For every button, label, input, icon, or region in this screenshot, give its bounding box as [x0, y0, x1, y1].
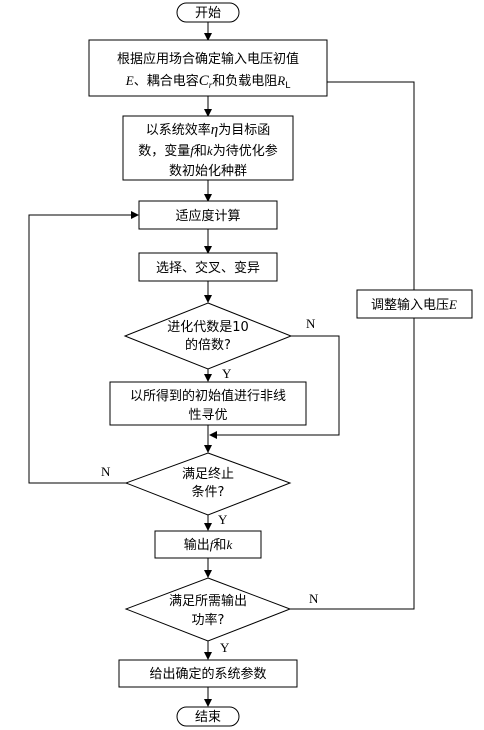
generation-check-diamond: 进化代数是10 的倍数?	[123, 302, 293, 370]
start-label: 开始	[195, 6, 221, 21]
start-terminator: 开始	[176, 2, 240, 23]
objective-line2: 数，变量f和k为待优化参	[138, 143, 277, 159]
adjust-voltage-box: 调整输入电压E	[356, 289, 473, 319]
final-params-box: 给出确定的系统参数	[118, 659, 298, 688]
objective-line1: 以系统效率η为目标函	[146, 122, 270, 138]
genetic-ops-label: 选择、交叉、变异	[156, 260, 260, 276]
stop-check-yes-label: Y	[218, 512, 228, 527]
gen-check-line1: 进化代数是10	[167, 320, 249, 335]
objective-box: 以系统效率η为目标函 数，变量f和k为待优化参 数初始化种群	[122, 115, 294, 181]
gen-check-yes-label: Y	[222, 366, 232, 381]
gen-check-line2: 的倍数?	[185, 337, 231, 353]
objective-line3: 数初始化种群	[169, 164, 247, 179]
stop-check-line1: 满足终止	[182, 466, 234, 482]
nonlinear-line2: 性寻优	[188, 408, 227, 423]
final-params-label: 给出确定的系统参数	[149, 666, 266, 682]
arrow-gen-no-bypass	[209, 335, 340, 439]
power-check-line2: 功率?	[192, 612, 225, 628]
init-params-line1: 根据应用场合确定输入电压初值	[117, 51, 299, 67]
stop-check-no-label: N	[101, 464, 111, 479]
output-label: 输出f和k	[184, 537, 233, 553]
nonlinear-line1: 以所得到的初始值进行非线	[130, 388, 286, 404]
power-check-diamond: 满足所需输出 功率?	[124, 577, 292, 642]
arrow-stop-no-loop	[28, 211, 139, 484]
power-check-line1: 满足所需输出	[169, 593, 247, 609]
nonlinear-optimization-box: 以所得到的初始值进行非线 性寻优	[109, 381, 307, 426]
stop-condition-diamond: 满足终止 条件?	[124, 452, 292, 516]
end-label: 结束	[195, 710, 221, 725]
efficiency-symbol: η	[211, 122, 218, 138]
init-params-line2: E、耦合电容Cr和负载电阻RL	[125, 73, 290, 91]
fitness-label: 适应度计算	[175, 208, 240, 224]
adjust-voltage-label: 调整输入电压E	[371, 297, 457, 313]
end-terminator: 结束	[176, 706, 240, 727]
arrow-power-no-loop	[290, 78, 415, 610]
genetic-ops-box: 选择、交叉、变异	[138, 252, 278, 282]
init-params-box: 根据应用场合确定输入电压初值 E、耦合电容Cr和负载电阻RL	[88, 39, 328, 97]
init-voltage-symbol: E	[125, 73, 134, 88]
connectors	[28, 22, 415, 707]
stop-check-line2: 条件?	[192, 484, 225, 500]
gen-check-no-label: N	[306, 316, 316, 331]
capacitor-symbol: C	[199, 73, 210, 89]
resistor-symbol: R	[276, 73, 285, 88]
power-check-no-label: N	[309, 591, 319, 606]
power-check-yes-label: Y	[220, 640, 230, 655]
output-box: 输出f和k	[154, 530, 262, 559]
fitness-box: 适应度计算	[138, 200, 278, 230]
